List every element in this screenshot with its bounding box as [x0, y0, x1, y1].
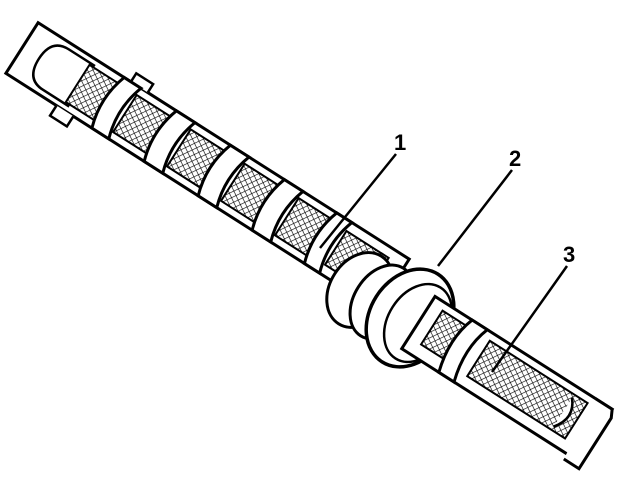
callout-label-3: 3	[563, 242, 575, 267]
callout-label-2: 2	[509, 146, 521, 171]
leader-line-1	[319, 153, 397, 249]
leader-lines	[319, 153, 569, 373]
callout-label-1: 1	[394, 130, 406, 155]
leader-line-2	[437, 169, 513, 267]
outlet-housing	[399, 294, 615, 471]
leader-line-3	[490, 265, 569, 373]
housing-ribs	[90, 75, 355, 276]
